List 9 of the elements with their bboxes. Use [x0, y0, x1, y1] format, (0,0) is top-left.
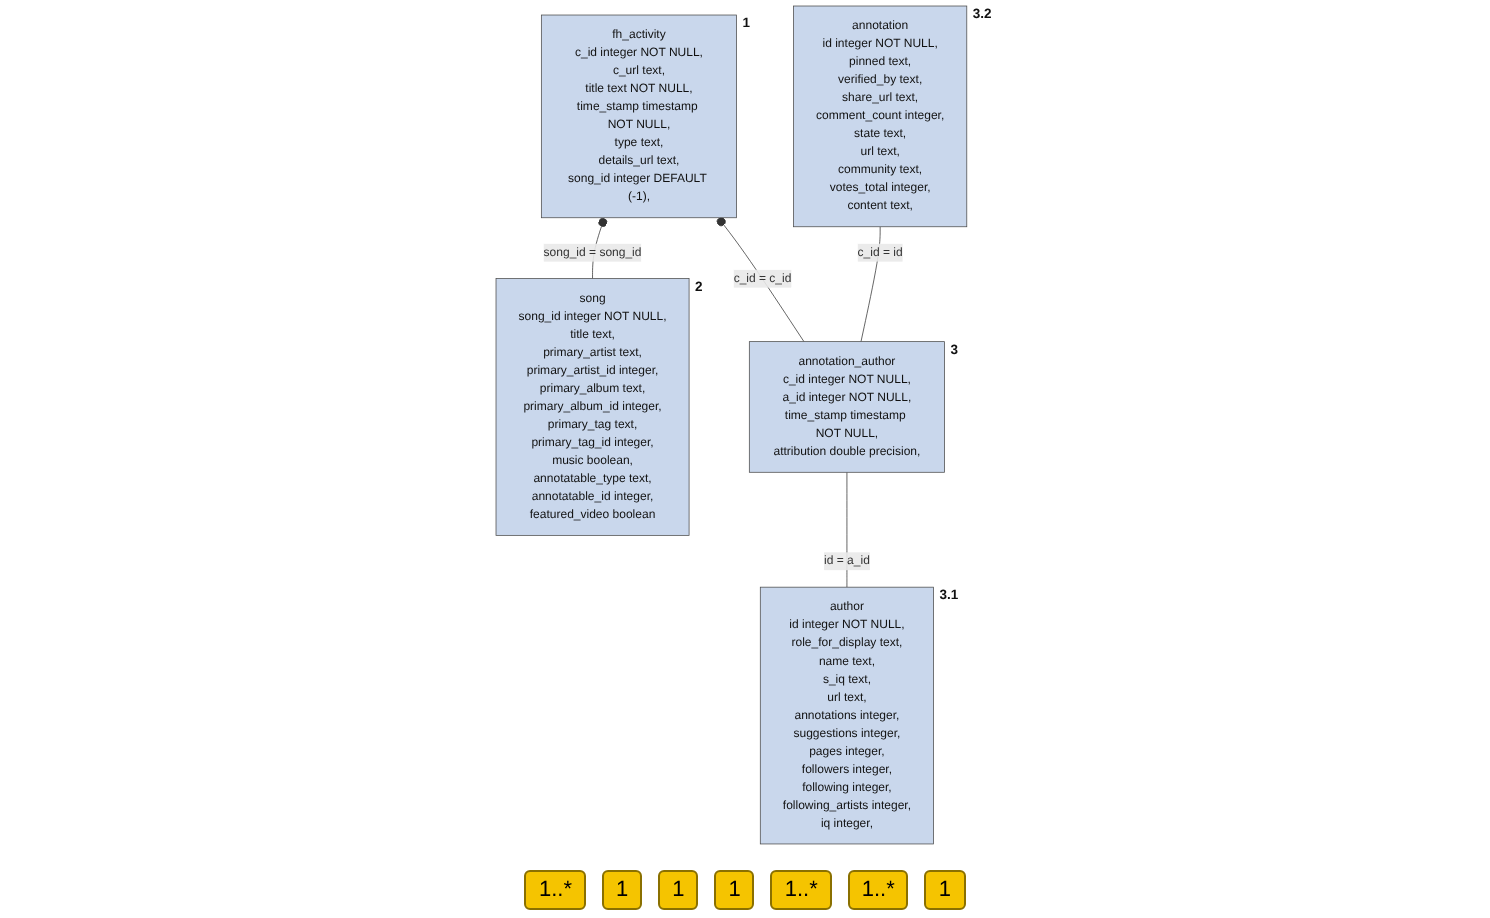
connector: [861, 226, 882, 342]
multiplicity-badge: 1..*: [524, 870, 586, 910]
multiplicity-badge: 1: [601, 870, 643, 910]
multiplicity-badge: 1..*: [770, 870, 832, 910]
multiplicity-badge: 1..*: [847, 870, 909, 910]
multiplicity-badge: 1: [658, 870, 699, 910]
multiplicity-badge: 1: [714, 870, 755, 910]
multiplicity-badge: 1: [924, 870, 966, 910]
connector: [847, 471, 849, 588]
